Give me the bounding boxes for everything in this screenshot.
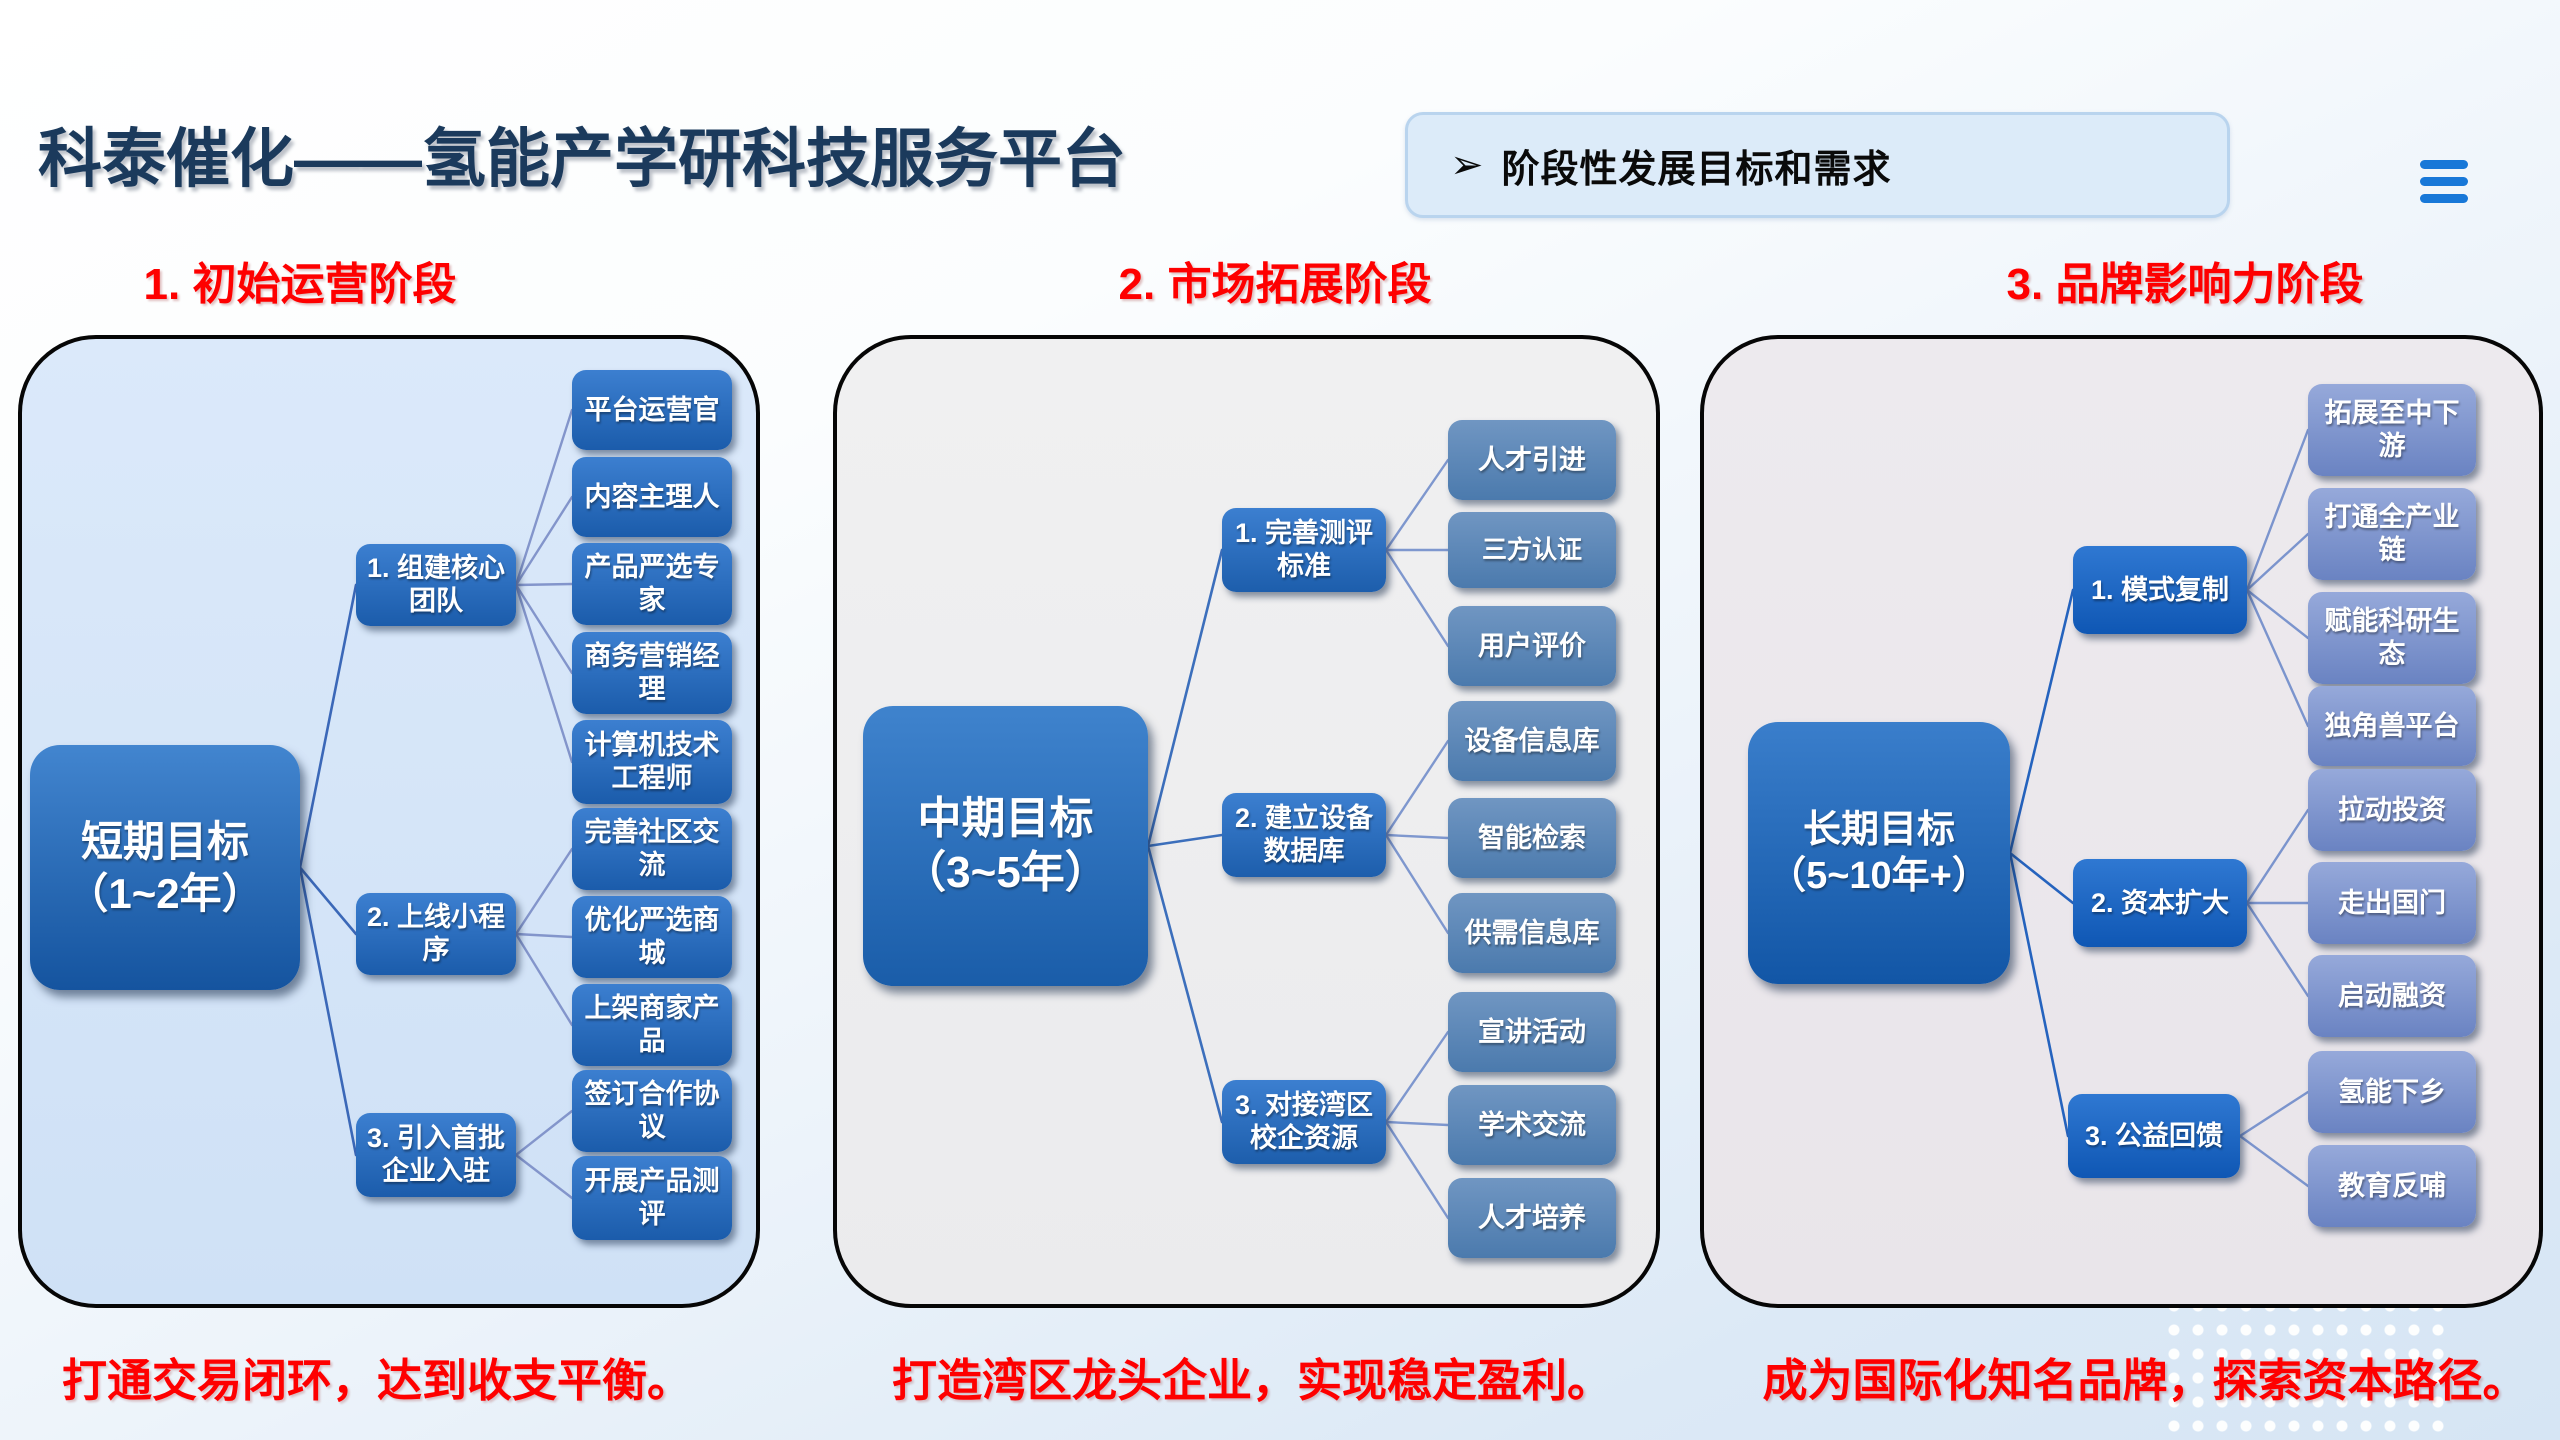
mindmap-leaf-node: 平台运营官	[572, 370, 732, 450]
mindmap-leaf-node-label: 商务营销经理	[584, 641, 720, 704]
mindmap-leaf-node: 人才引进	[1448, 420, 1616, 500]
mindmap-root-node: 中期目标（3~5年）	[863, 706, 1148, 986]
mindmap-leaf-node: 教育反哺	[2308, 1145, 2476, 1227]
stage-caption-3: 成为国际化知名品牌，探索资本路径。	[1762, 1355, 2528, 1406]
mindmap-leaf-node: 产品严选专家	[572, 543, 732, 625]
mindmap-root-node-label: 长期目标	[1802, 808, 1955, 851]
mindmap-branch-node-label: 3. 对接湾区校企资源	[1234, 1090, 1374, 1153]
mindmap-branch-node-label: 3. 公益回馈	[2084, 1120, 2224, 1151]
section-tag: ➢ 阶段性发展目标和需求	[1405, 112, 2230, 218]
mindmap-leaf-node: 商务营销经理	[572, 632, 732, 714]
mindmap-leaf-node-label: 计算机技术工程师	[584, 730, 720, 793]
mindmap-leaf-node-label: 氢能下乡	[2338, 1076, 2446, 1107]
arrow-bullet-icon: ➢	[1450, 143, 1484, 187]
mindmap-branch-node-label: 3. 引入首批企业入驻	[366, 1123, 506, 1186]
mindmap-branch-node-label: 1. 完善测评标准	[1234, 518, 1374, 581]
mindmap-leaf-node-label: 产品严选专家	[584, 552, 720, 615]
hamburger-menu-icon[interactable]	[2420, 160, 2468, 211]
mindmap-leaf-node: 宣讲活动	[1448, 992, 1616, 1072]
mindmap-root-node-label: 中期目标	[917, 794, 1094, 844]
mindmap-leaf-node: 走出国门	[2308, 862, 2476, 944]
mindmap-leaf-node-label: 打通全产业链	[2324, 502, 2460, 565]
mindmap-branch-node: 2. 上线小程序	[356, 893, 516, 975]
mindmap-root-node-label: 短期目标	[80, 818, 249, 866]
mindmap-leaf-node: 拓展至中下游	[2308, 384, 2476, 476]
mindmap-leaf-node-label: 平台运营官	[584, 394, 720, 425]
stage-header-2: 2. 市场拓展阶段	[1118, 260, 1432, 309]
mindmap-leaf-node: 内容主理人	[572, 457, 732, 537]
mindmap-branch-node-label: 1. 模式复制	[2090, 574, 2230, 605]
mindmap-leaf-node-label: 三方认证	[1481, 535, 1582, 564]
hamburger-bar	[2420, 194, 2468, 203]
hamburger-bar	[2420, 177, 2468, 186]
mindmap-branch-node: 1. 组建核心团队	[356, 544, 516, 626]
page-title: 科泰催化——氢能产学研科技服务平台	[38, 123, 1126, 195]
mindmap-leaf-node: 优化严选商城	[572, 896, 732, 978]
mindmap-leaf-node: 拉动投资	[2308, 769, 2476, 851]
hamburger-bar	[2420, 160, 2468, 169]
mindmap-leaf-node-label: 拓展至中下游	[2324, 398, 2460, 461]
mindmap-branch-node-label: 2. 建立设备数据库	[1234, 803, 1374, 866]
mindmap-leaf-node: 用户评价	[1448, 606, 1616, 686]
mindmap-leaf-node: 供需信息库	[1448, 893, 1616, 973]
mindmap-leaf-node: 人才培养	[1448, 1178, 1616, 1258]
mindmap-leaf-node: 氢能下乡	[2308, 1051, 2476, 1133]
mindmap-leaf-node: 学术交流	[1448, 1085, 1616, 1165]
mindmap-leaf-node-label: 拉动投资	[2338, 794, 2446, 825]
mindmap-leaf-node-label: 设备信息库	[1464, 725, 1600, 756]
mindmap-branch-node-label: 2. 资本扩大	[2090, 887, 2230, 918]
mindmap-leaf-node-label: 赋能科研生态	[2324, 606, 2460, 669]
mindmap-leaf-node: 独角兽平台	[2308, 686, 2476, 766]
mindmap-leaf-node: 计算机技术工程师	[572, 720, 732, 804]
section-tag-label: 阶段性发展目标和需求	[1501, 148, 1892, 191]
mindmap-leaf-node-label: 启动融资	[2338, 980, 2446, 1011]
mindmap-branch-node-label: 1. 组建核心团队	[366, 553, 506, 616]
mindmap-leaf-node-label: 内容主理人	[584, 481, 720, 512]
mindmap-branch-node: 3. 公益回馈	[2068, 1094, 2240, 1178]
mindmap-leaf-node: 上架商家产品	[572, 984, 732, 1066]
mindmap-leaf-node: 打通全产业链	[2308, 488, 2476, 580]
mindmap-leaf-node-label: 人才培养	[1478, 1202, 1586, 1233]
stage-header-1: 1. 初始运营阶段	[143, 260, 457, 309]
mindmap-leaf-node-label: 开展产品测评	[584, 1166, 720, 1229]
mindmap-branch-node: 2. 资本扩大	[2073, 859, 2247, 947]
stage-header-3: 3. 品牌影响力阶段	[2006, 260, 2364, 309]
mindmap-leaf-node-label: 宣讲活动	[1478, 1016, 1586, 1047]
mindmap-branch-node-label: 2. 上线小程序	[366, 902, 506, 965]
mindmap-leaf-node-label: 签订合作协议	[584, 1079, 720, 1142]
mindmap-leaf-node-label: 智能检索	[1478, 822, 1586, 853]
mindmap-root-node: 长期目标（5~10年+）	[1748, 722, 2010, 984]
mindmap-leaf-node: 三方认证	[1448, 512, 1616, 588]
mindmap-leaf-node-label: 学术交流	[1478, 1109, 1586, 1140]
mindmap-root-node: 短期目标（1~2年）	[30, 745, 300, 990]
mindmap-leaf-node-label: 完善社区交流	[584, 817, 720, 880]
mindmap-root-node-label: （1~2年）	[66, 869, 264, 917]
mindmap-leaf-node: 签订合作协议	[572, 1070, 732, 1152]
stage-caption-2: 打造湾区龙头企业，实现稳定盈利。	[891, 1355, 1613, 1406]
mindmap-leaf-node: 智能检索	[1448, 798, 1616, 878]
mindmap-leaf-node-label: 供需信息库	[1464, 917, 1600, 948]
mindmap-leaf-node: 完善社区交流	[572, 808, 732, 890]
mindmap-leaf-node-label: 上架商家产品	[584, 993, 720, 1056]
mindmap-leaf-node: 设备信息库	[1448, 701, 1616, 781]
mindmap-branch-node: 3. 对接湾区校企资源	[1222, 1080, 1386, 1164]
mindmap-leaf-node-label: 用户评价	[1478, 630, 1586, 661]
mindmap-leaf-node: 启动融资	[2308, 955, 2476, 1037]
mindmap-root-node-label: （3~5年）	[902, 848, 1109, 897]
mindmap-leaf-node: 开展产品测评	[572, 1156, 732, 1240]
mindmap-leaf-node-label: 走出国门	[2338, 887, 2446, 918]
mindmap-leaf-node-label: 独角兽平台	[2324, 710, 2460, 741]
stage-caption-1: 打通交易闭环，达到收支平衡。	[61, 1355, 693, 1406]
mindmap-branch-node: 3. 引入首批企业入驻	[356, 1113, 516, 1197]
mindmap-leaf-node: 赋能科研生态	[2308, 592, 2476, 684]
mindmap-leaf-node-label: 人才引进	[1478, 444, 1586, 475]
mindmap-root-node-label: （5~10年+）	[1768, 855, 1990, 897]
mindmap-leaf-node-label: 优化严选商城	[584, 905, 720, 968]
mindmap-branch-node: 2. 建立设备数据库	[1222, 793, 1386, 877]
mindmap-branch-node: 1. 模式复制	[2073, 546, 2247, 634]
mindmap-leaf-node-label: 教育反哺	[2338, 1170, 2446, 1201]
mindmap-branch-node: 1. 完善测评标准	[1222, 508, 1386, 592]
